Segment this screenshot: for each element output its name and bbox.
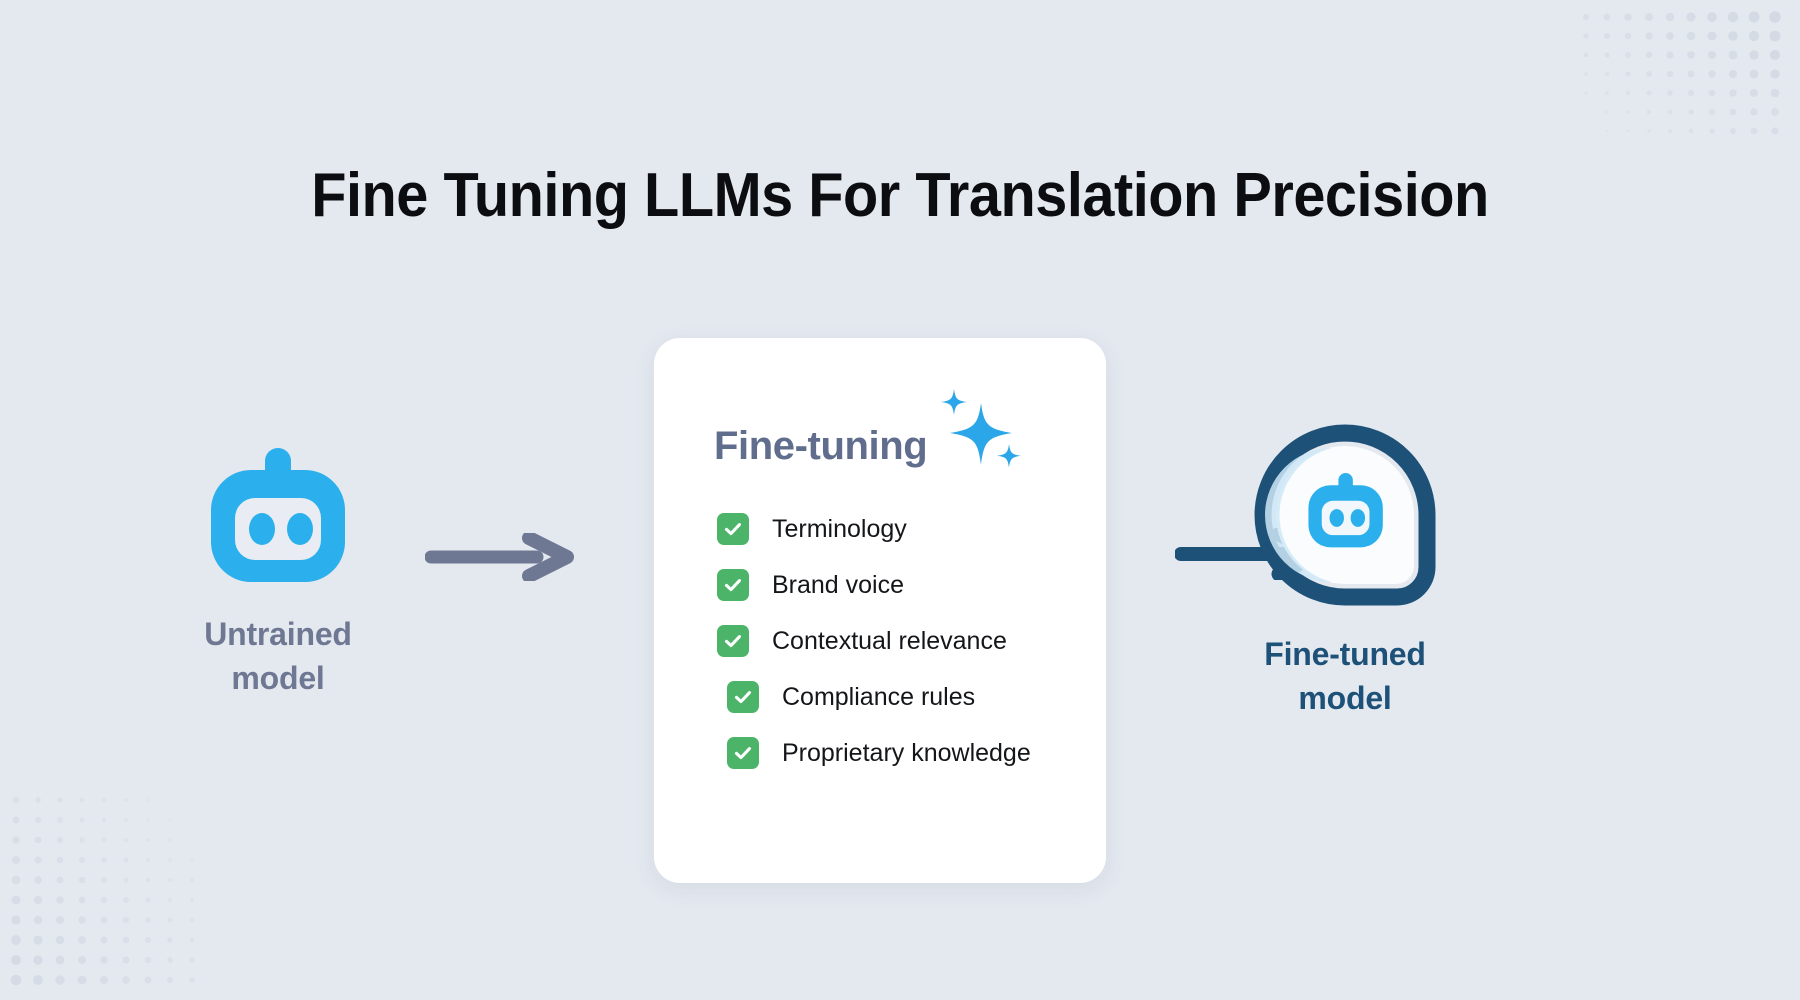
arrow-right-icon-1 — [425, 533, 574, 581]
fine-tuning-card: Fine-tuning Terminology — [654, 338, 1106, 883]
robot-icon — [211, 447, 345, 582]
list-item-label: Proprietary knowledge — [782, 738, 1031, 767]
list-item[interactable]: Compliance rules — [727, 681, 1097, 713]
card-title: Fine-tuning — [714, 424, 928, 468]
checkbox-checked-icon[interactable] — [727, 737, 759, 769]
stage-untrained-model: Untrained model — [128, 440, 428, 700]
sparkles-icon — [941, 389, 1022, 468]
list-item-label: Contextual relevance — [772, 626, 1007, 655]
checkbox-checked-icon[interactable] — [717, 513, 749, 545]
page-title: Fine Tuning LLMs For Translation Precisi… — [311, 160, 1489, 230]
check-icon — [734, 691, 752, 704]
fine-tuned-model-label-line2: model — [1298, 680, 1392, 717]
list-item[interactable]: Terminology — [717, 513, 1097, 545]
check-icon — [724, 523, 742, 536]
untrained-model-label-line1: Untrained — [204, 616, 352, 652]
untrained-model-label: Untrained model — [128, 612, 428, 700]
checkbox-checked-icon[interactable] — [717, 569, 749, 601]
check-icon — [724, 579, 742, 592]
fine-tuned-model-icon-holder — [1195, 420, 1495, 610]
check-icon — [734, 747, 752, 760]
card-header: Fine-tuning — [714, 389, 1025, 473]
fine-tuned-robot-badge-icon — [1254, 424, 1436, 606]
untrained-model-label-line2: model — [231, 660, 325, 697]
check-icon — [724, 635, 742, 648]
list-item-label: Brand voice — [772, 570, 905, 599]
feature-check-list: Terminology Brand voice Contextual relev… — [717, 513, 1097, 769]
stage-fine-tuned-model: Fine-tuned model — [1195, 420, 1495, 720]
untrained-model-icon-holder — [128, 440, 428, 590]
fine-tuned-model-label-line1: Fine-tuned — [1264, 636, 1426, 672]
list-item-label: Compliance rules — [782, 682, 976, 711]
list-item[interactable]: Contextual relevance — [717, 625, 1097, 657]
checkbox-checked-icon[interactable] — [717, 625, 749, 657]
fine-tuned-model-label: Fine-tuned model — [1195, 632, 1495, 720]
checkbox-checked-icon[interactable] — [727, 681, 759, 713]
list-item-label: Terminology — [772, 514, 907, 543]
list-item[interactable]: Brand voice — [717, 569, 1097, 601]
list-item[interactable]: Proprietary knowledge — [727, 737, 1097, 769]
